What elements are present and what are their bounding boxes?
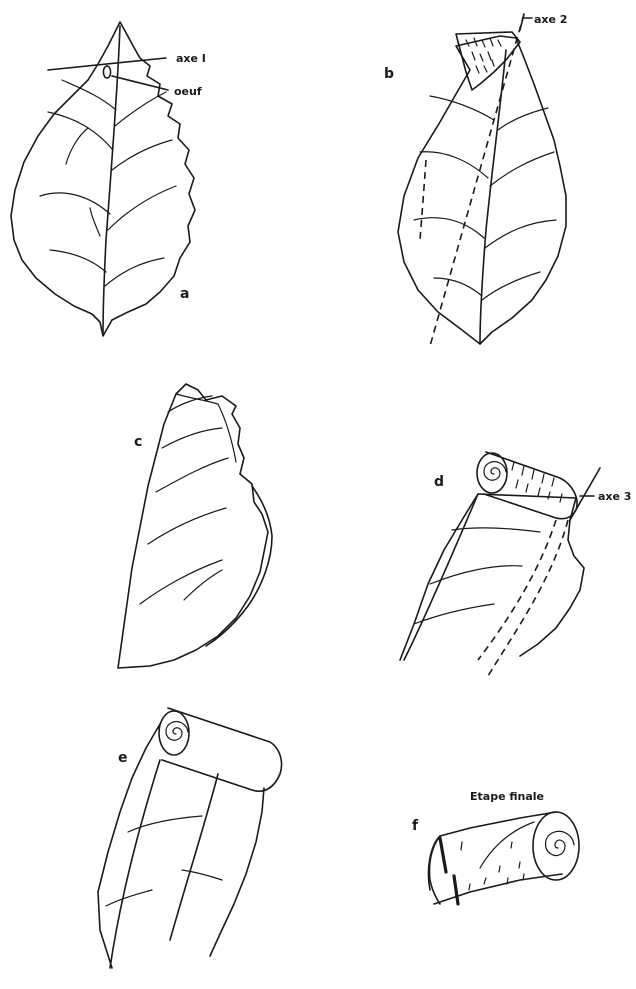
leaf-c-vein [148,508,226,544]
roll-f-tail [429,836,440,904]
leaf-e-midrib [110,760,160,968]
leaf-e-fold-line [170,774,218,940]
panel-d: axe 3 d [400,452,631,676]
roll-e-body [162,708,282,791]
axe3-line [488,520,568,676]
leaf-c-vein [162,428,222,448]
egg-marker [103,66,110,78]
panel-letter-f: f [412,818,419,834]
panel-letter-b: b [384,66,394,82]
leaf-a-midrib [103,26,120,334]
leaf-b-vein [485,220,556,248]
leaf-b-vein [490,152,554,186]
leaf-b-vein [420,152,488,178]
leaf-a-vein [62,80,116,110]
leaf-c-vein [156,458,228,492]
leaf-a-vein [48,112,113,150]
leaf-b-vein [414,218,484,238]
leaf-a-vein [66,128,88,164]
final-stage-title: Etape finale [470,790,544,803]
panel-f: Etape finale f [412,790,579,904]
axe3-label: axe 3 [598,490,631,503]
leaf-d-midrib [404,494,478,660]
leaf-b-vein [434,278,482,296]
leaf-a-vein [40,193,110,214]
panel-letter-d: d [434,474,444,490]
roll-f-fold [480,822,534,868]
roll-d-spiral [484,462,506,481]
leaf-b-dashed-fold [420,160,426,240]
axe2-tick [520,14,524,30]
leaf-a-vein [108,186,176,230]
leaf-c-back-edge [206,486,272,646]
panel-letter-c: c [134,434,142,450]
oeuf-label: oeuf [174,85,202,98]
axe2-line [430,14,524,346]
leaf-c-inner-fold [176,394,236,462]
roll-e-spiral [166,722,188,741]
leaf-a-vein [112,140,172,170]
leaf-c-vein [184,570,222,600]
panel-letter-e: e [118,750,128,766]
leaf-c-vein [140,560,222,604]
roll-f-end [533,812,579,880]
leaf-a-vein [105,258,164,286]
axe2-label: axe 2 [534,13,567,26]
panel-c: c [118,384,272,668]
axe1-label: axe I [176,52,206,65]
panel-letter-a: a [180,286,189,302]
panel-e: e [98,708,282,968]
roll-f-body [428,812,562,904]
roll-f-heavy-edge [454,876,458,904]
leaf-a-vein [50,250,106,272]
leaf-b-vein [498,108,548,130]
leaf-d-vein [452,528,540,532]
panel-a: axe I oeuf a [11,22,206,336]
leaf-b-midrib [480,50,506,344]
leaf-a-vein [90,208,100,236]
leaf-e-vein [106,890,152,906]
roll-f-spiral [545,831,574,855]
panel-b: axe 2 b [384,13,567,346]
roll-f-marks [461,842,524,890]
roll-f-heavy-edge [440,838,446,872]
leaf-b-vein [482,272,540,300]
leaf-c-outline [118,384,268,668]
leaf-b-vein [430,96,494,120]
